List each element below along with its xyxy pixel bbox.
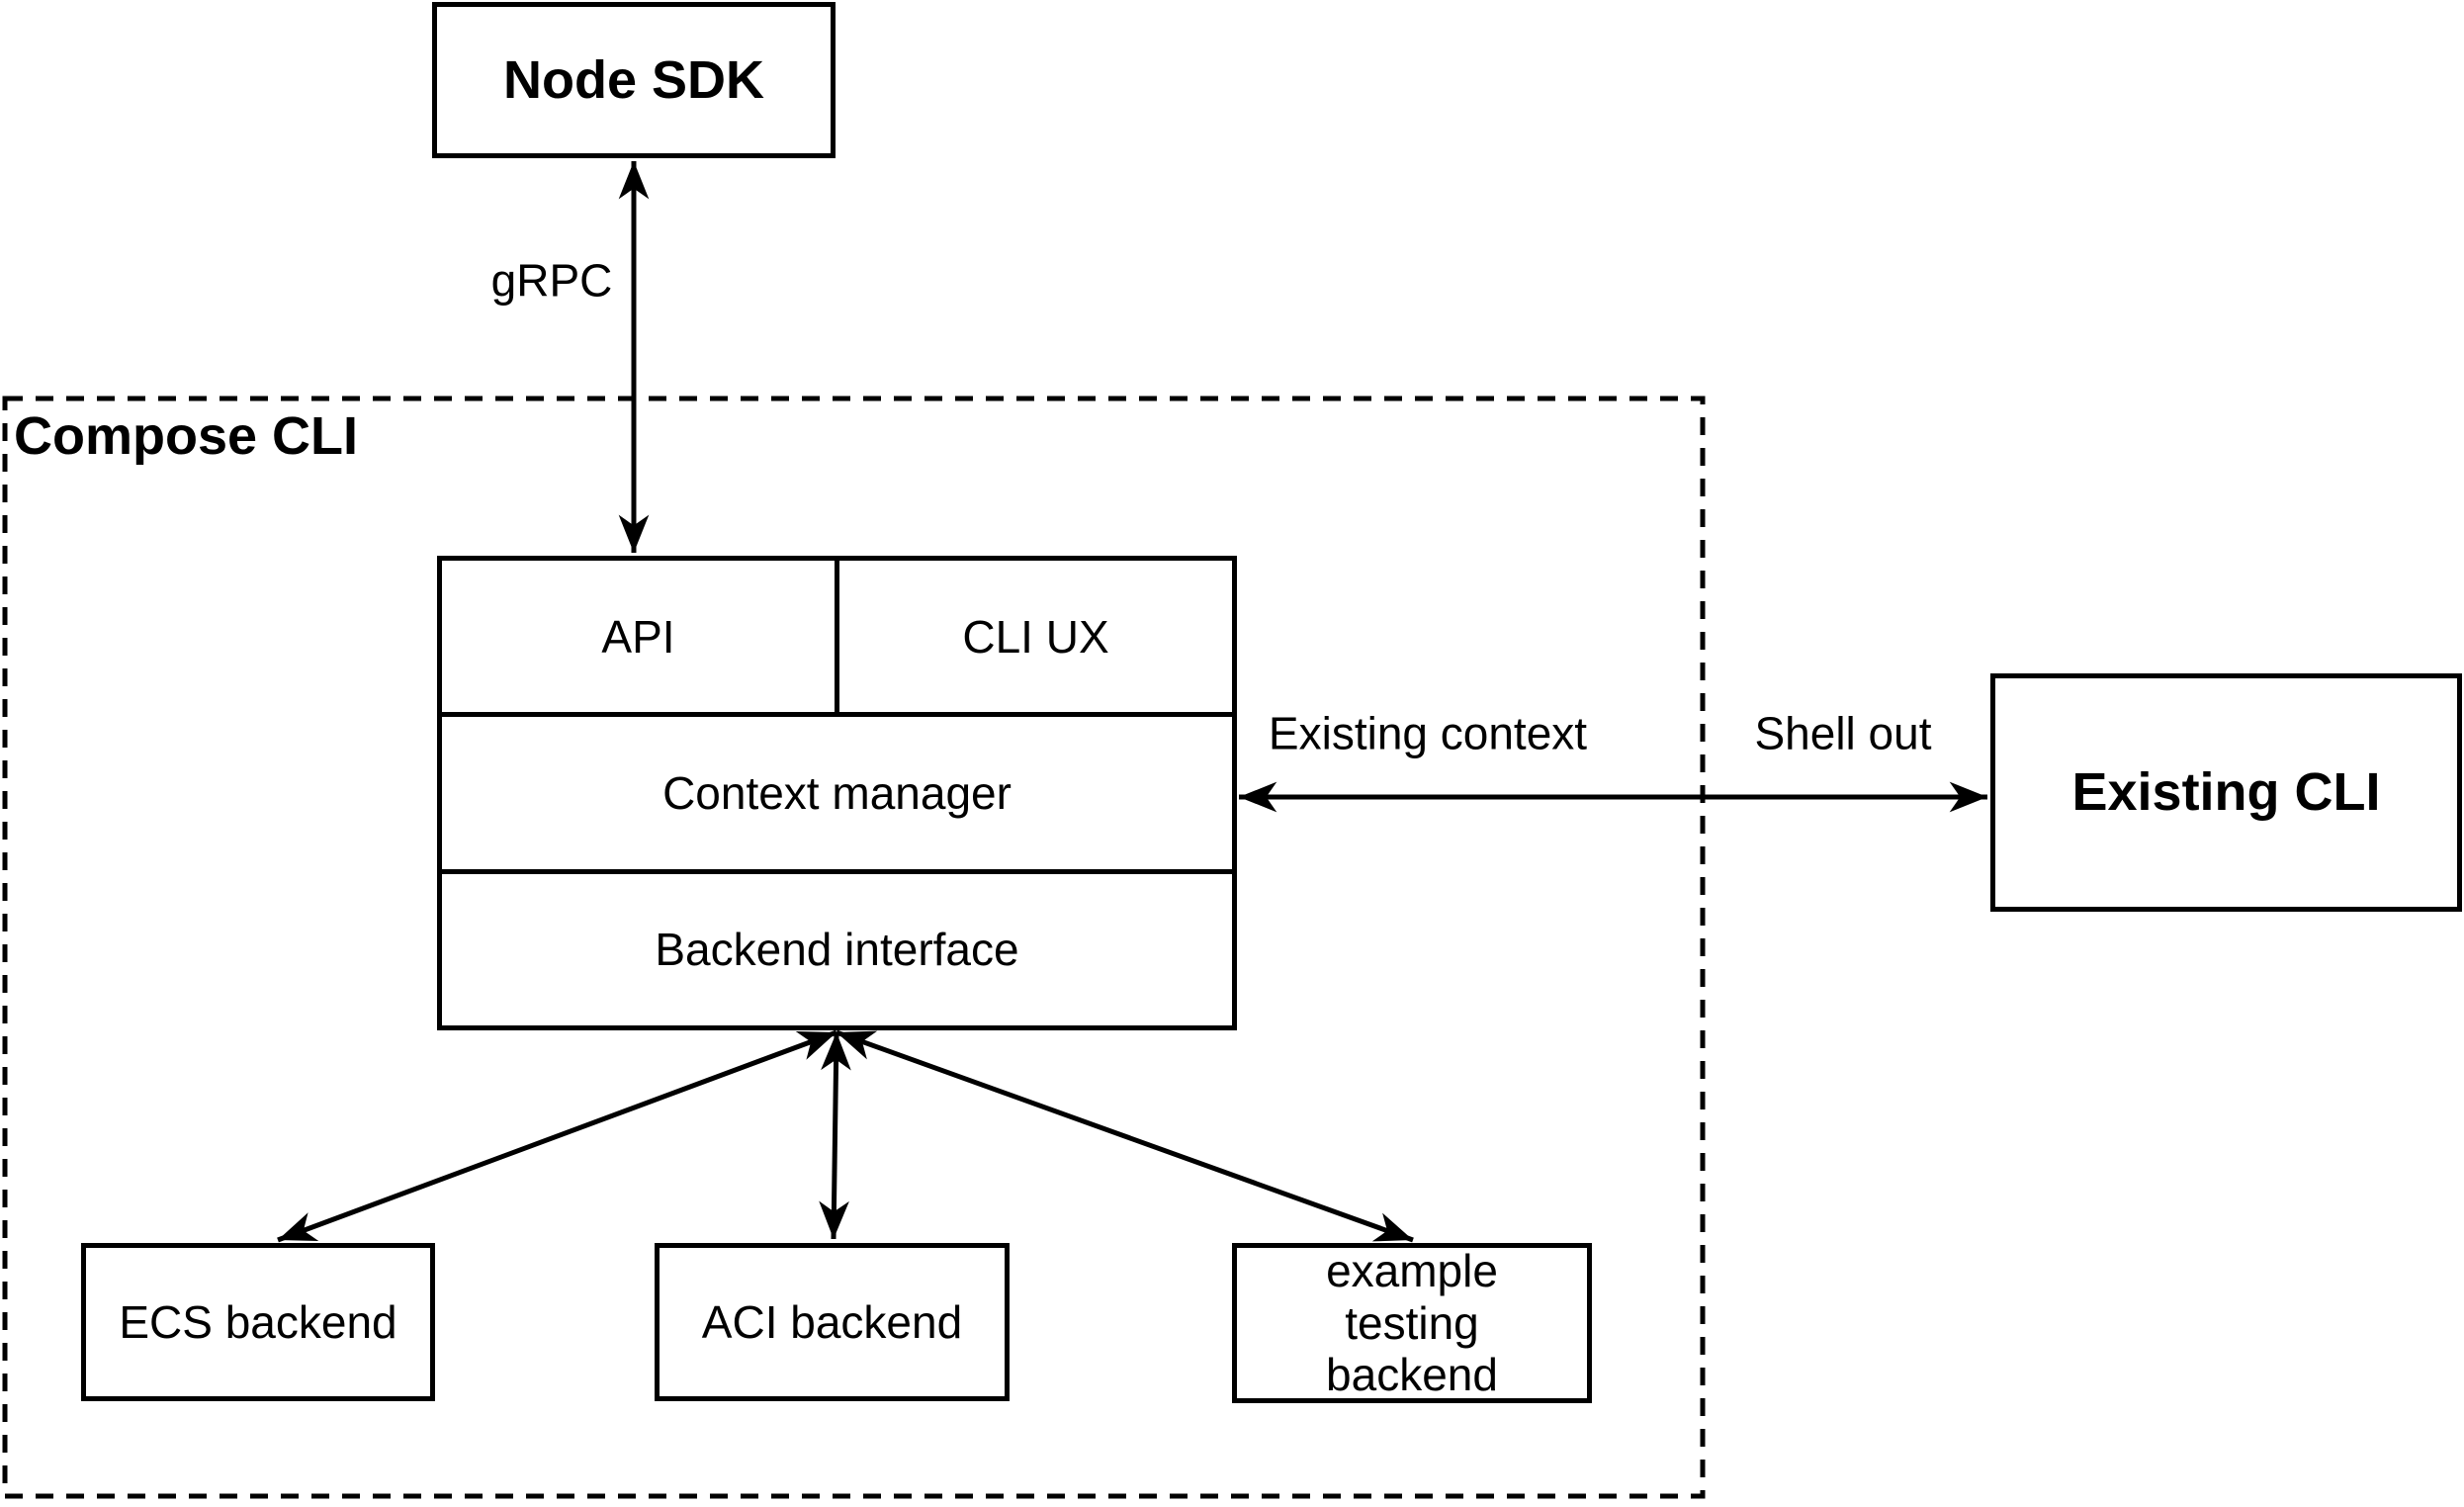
ecs-backend-box: ECS backend — [81, 1243, 435, 1401]
context-manager-cell: Context manager — [442, 717, 1232, 868]
compose-cli-container-label: Compose CLI — [14, 406, 359, 466]
aci-backend-connector — [819, 1031, 851, 1240]
node-sdk-label: Node SDK — [502, 49, 764, 110]
aci-backend-box: ACI backend — [655, 1243, 1010, 1401]
api-cliux-row: API CLI UX — [442, 561, 1232, 713]
cli-ux-label: CLI UX — [962, 610, 1109, 663]
example-testing-backend-box: example testing backend — [1232, 1243, 1592, 1403]
cli-ux-cell: CLI UX — [839, 561, 1232, 712]
api-cell: API — [442, 561, 839, 713]
backend-interface-cell: Backend interface — [442, 874, 1232, 1025]
example-testing-backend-label: example testing backend — [1326, 1244, 1498, 1401]
shell-out-edge-label: Shell out — [1754, 707, 1932, 759]
aci-backend-label: ACI backend — [701, 1295, 963, 1348]
existing-context-edge-label: Existing context — [1268, 707, 1588, 759]
backend-interface-row: Backend interface — [442, 868, 1232, 1025]
context-manager-label: Context manager — [662, 766, 1012, 819]
grpc-edge-label: gRPC — [490, 254, 613, 307]
example-testing-backend-connector — [836, 1029, 1414, 1243]
node-sdk-box: Node SDK — [432, 2, 836, 158]
existing-cli-label: Existing CLI — [2071, 762, 2381, 823]
existing-cli-box: Existing CLI — [1990, 673, 2462, 912]
ecs-backend-connector — [277, 1029, 837, 1243]
compose-cli-container-border — [2, 396, 1706, 1499]
ecs-backend-label: ECS backend — [119, 1295, 397, 1348]
backend-interface-label: Backend interface — [655, 924, 1019, 976]
compose-cli-core-box: API CLI UX Context manager Backend inter… — [437, 556, 1237, 1030]
context-manager-row: Context manager — [442, 712, 1232, 868]
api-label: API — [601, 610, 675, 663]
